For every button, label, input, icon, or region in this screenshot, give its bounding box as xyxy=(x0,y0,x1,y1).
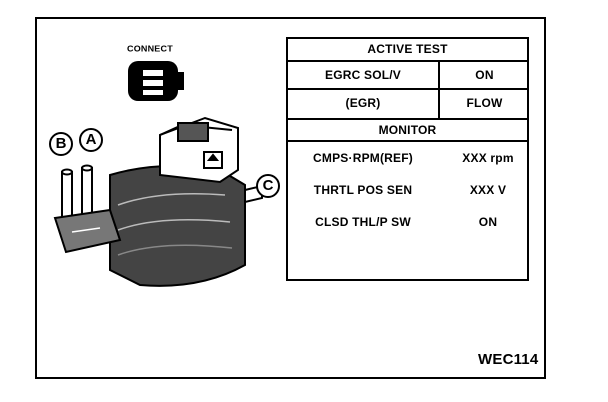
valve-body xyxy=(53,116,263,287)
monitor-label-3: CLSD THL/P SW xyxy=(315,215,411,229)
connect-label: CONNECT xyxy=(127,44,173,54)
figure-code: WEC114 xyxy=(478,351,539,368)
monitor-header: MONITOR xyxy=(378,123,437,137)
port-c-callout: C xyxy=(256,174,280,198)
monitor-label-2: THRTL POS SEN xyxy=(313,183,413,197)
active-test-label-1: EGRC SOL/V xyxy=(324,68,401,82)
port-a-callout: A xyxy=(79,128,103,152)
monitor-value-2: XXX V xyxy=(469,183,507,197)
monitor-value-3: ON xyxy=(478,215,498,229)
active-test-label-2: (EGR) xyxy=(345,96,381,110)
monitor-value-1: XXX rpm xyxy=(462,151,514,165)
connector-icon xyxy=(128,61,184,101)
port-b-callout: B xyxy=(49,132,73,156)
consult-panel: ACTIVE TEST EGRC SOL/V ON (EGR) FLOW MON… xyxy=(286,37,529,281)
figure-frame xyxy=(35,17,546,379)
active-test-value-1: ON xyxy=(475,68,494,82)
monitor-label-1: CMPS·RPM(REF) xyxy=(313,151,413,165)
active-test-value-2: FLOW xyxy=(466,96,503,110)
active-test-header: ACTIVE TEST xyxy=(367,42,448,56)
